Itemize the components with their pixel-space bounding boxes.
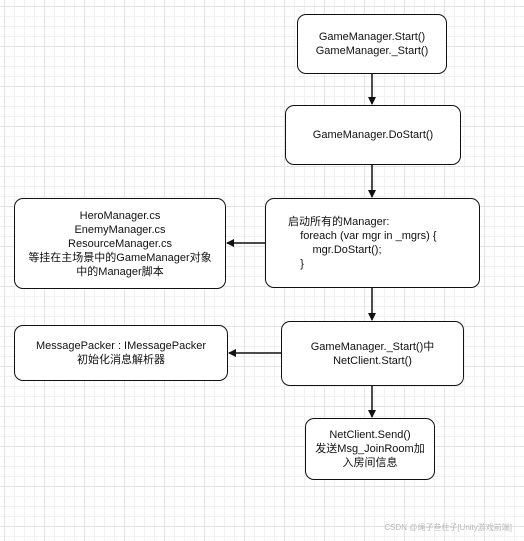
node-text: GameManager.Start()	[318, 31, 426, 43]
node-text: NetClient.Send()	[329, 429, 411, 441]
node-text: EnemyManager.cs	[74, 223, 166, 236]
message-packer-node: MessagePacker : IMessagePacker 初始化消息解析器	[14, 325, 228, 381]
node-text: mgr.DoStart();	[288, 244, 382, 256]
node-text: 启动所有的Manager:	[288, 216, 390, 228]
start-node: GameManager.Start() GameManager._Start()	[297, 14, 447, 74]
node-text: 中的Manager脚本	[76, 265, 164, 278]
node-text: 发送Msg_JoinRoom加	[315, 443, 425, 455]
node-text: }	[288, 258, 304, 270]
node-text: GameManager._Start()	[315, 45, 429, 57]
node-text: 入房间信息	[342, 457, 398, 469]
node-text: ResourceManager.cs	[68, 237, 172, 250]
node-text: 等挂在主场景中的GameManager对象	[28, 251, 212, 264]
node-text: HeroManager.cs	[79, 209, 161, 222]
node-text: 初始化消息解析器	[77, 354, 165, 366]
node-text: NetClient.Start()	[333, 354, 412, 367]
node-text: GameManager.DoStart()	[312, 129, 434, 141]
netclient-start-node: GameManager._Start()中 NetClient.Start()	[281, 321, 464, 386]
manager-scripts-node: HeroManager.cs EnemyManager.cs ResourceM…	[14, 198, 226, 289]
node-text: GameManager._Start()中	[310, 340, 435, 353]
do-start-node: GameManager.DoStart()	[285, 105, 461, 165]
node-text: foreach (var mgr in _mgrs) {	[288, 230, 437, 242]
send-join-room-node: NetClient.Send() 发送Msg_JoinRoom加 入房间信息	[305, 418, 435, 480]
node-text: MessagePacker : IMessagePacker	[36, 340, 206, 352]
watermark: CSDN @绳子叁柱子[Unity游戏前端]	[384, 523, 512, 532]
start-managers-node: 启动所有的Manager: foreach (var mgr in _mgrs)…	[265, 198, 480, 288]
